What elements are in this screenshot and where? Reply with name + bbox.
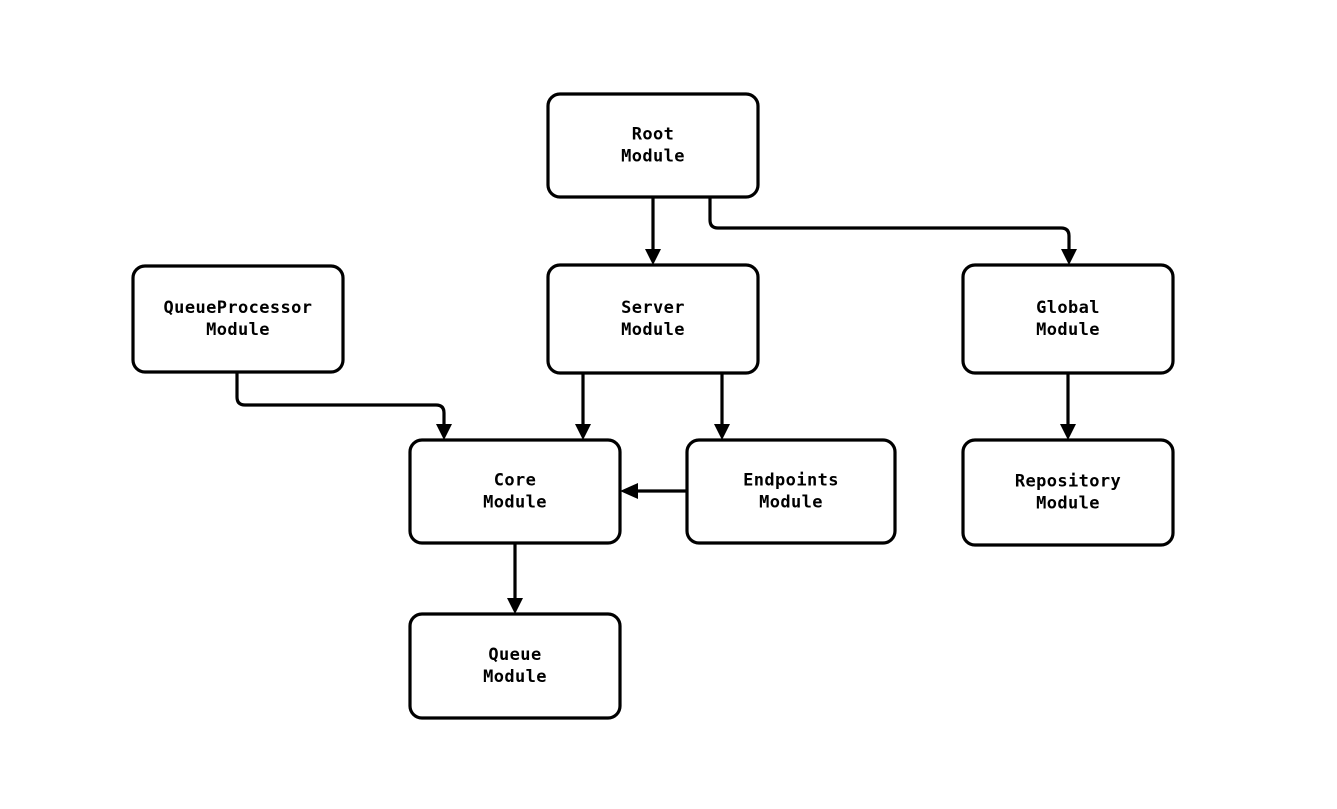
arrowhead-icon bbox=[436, 424, 452, 440]
arrowhead-icon bbox=[645, 249, 661, 265]
node-label-line1: QueueProcessor bbox=[164, 298, 313, 318]
node-box[interactable] bbox=[685, 438, 897, 545]
arrowhead-icon bbox=[1060, 424, 1076, 440]
edge-global-to-repository bbox=[1060, 373, 1076, 440]
node-label-line1: Core bbox=[494, 471, 537, 491]
node-label-line2: Module bbox=[621, 147, 685, 167]
node-label-line1: Queue bbox=[488, 645, 541, 665]
node-label-line2: Module bbox=[1036, 320, 1100, 340]
node-label-line1: Endpoints bbox=[743, 471, 839, 491]
node-box[interactable] bbox=[546, 92, 760, 199]
edge-queueprocessor-to-core bbox=[235, 372, 452, 440]
node-label-line1: Repository bbox=[1015, 472, 1121, 492]
arrowhead-icon bbox=[1061, 249, 1077, 265]
node-box[interactable] bbox=[961, 438, 1175, 547]
arrowhead-icon bbox=[575, 424, 591, 440]
node-label-line2: Module bbox=[483, 493, 547, 513]
edge-line bbox=[708, 197, 1071, 252]
edge-core-to-queue bbox=[507, 543, 523, 614]
node-box[interactable] bbox=[408, 438, 622, 545]
edge-endpoints-to-core bbox=[620, 483, 687, 499]
node-box[interactable] bbox=[131, 264, 345, 374]
node-label-line2: Module bbox=[206, 320, 270, 340]
edge-server-to-endpoints bbox=[714, 373, 730, 440]
node-box[interactable] bbox=[408, 612, 622, 720]
node-box[interactable] bbox=[961, 263, 1175, 375]
node-box[interactable] bbox=[546, 263, 760, 375]
node-label-line2: Module bbox=[759, 493, 823, 513]
node-label-line2: Module bbox=[483, 667, 547, 687]
edge-root-to-global bbox=[708, 197, 1077, 265]
edges-layer bbox=[235, 197, 1077, 614]
node-label-line2: Module bbox=[1036, 494, 1100, 514]
node-label-line1: Global bbox=[1036, 298, 1100, 318]
node-label-line1: Server bbox=[621, 298, 685, 318]
edge-server-to-core bbox=[575, 373, 591, 440]
edge-line bbox=[235, 372, 446, 427]
node-label-line2: Module bbox=[621, 320, 685, 340]
arrowhead-icon bbox=[714, 424, 730, 440]
edge-root-to-server bbox=[645, 197, 661, 265]
arrowhead-icon bbox=[507, 598, 523, 614]
node-label-line1: Root bbox=[632, 125, 675, 145]
arrowhead-icon bbox=[620, 483, 638, 499]
